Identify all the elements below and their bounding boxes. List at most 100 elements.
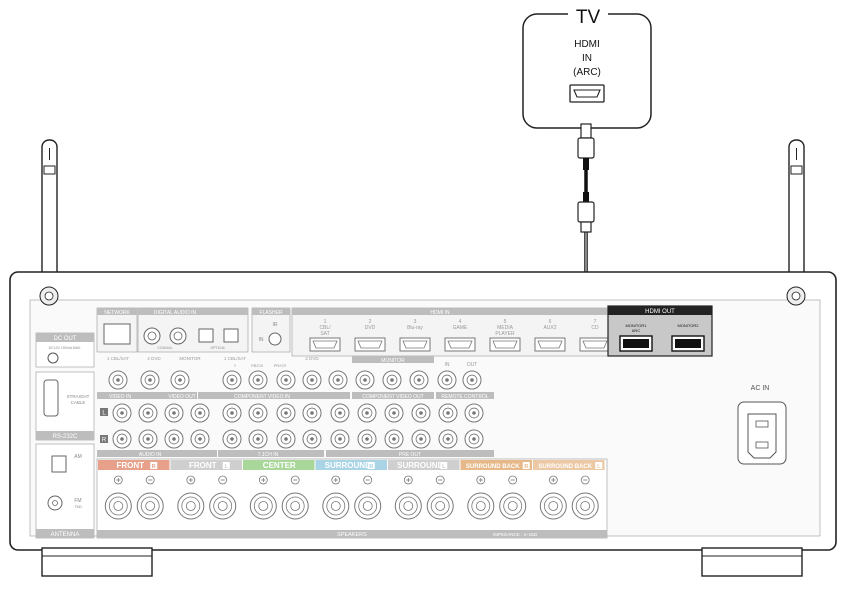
am-label: AM	[74, 454, 82, 460]
ac-inlet[interactable]	[737, 401, 787, 465]
flasher-in-label: IN	[259, 337, 264, 343]
speaker-7-terminal-minus[interactable]	[571, 475, 599, 520]
speaker-2-terminal-minus[interactable]	[209, 475, 237, 520]
rca-row1-jack-3[interactable]	[170, 370, 190, 390]
hdmi-in-3-port[interactable]	[399, 337, 431, 352]
optical-port-2[interactable]	[223, 328, 239, 343]
hdmi-in-4-port[interactable]	[444, 337, 476, 352]
speaker-4-terminal-plus[interactable]	[322, 475, 350, 520]
speaker-2-terminal-plus[interactable]	[177, 475, 205, 520]
rs232c-port[interactable]	[43, 379, 59, 417]
rca-row1-jack-13[interactable]	[462, 370, 482, 390]
speaker-6-terminal-minus[interactable]	[499, 475, 527, 520]
rca-row1-jack-4[interactable]	[222, 370, 242, 390]
rca-row1-jack-8[interactable]	[328, 370, 348, 390]
hdmi-in-4-number: 4	[459, 319, 462, 325]
rca-row2-jack-6[interactable]	[248, 403, 268, 423]
component-video-in-label: COMPONENT VIDEO IN	[234, 394, 290, 400]
speaker-7-terminal-plus[interactable]	[539, 475, 567, 520]
rca-row3-jack-7[interactable]	[276, 429, 296, 449]
rca-row2-jack-12[interactable]	[411, 403, 431, 423]
rca-row3-jack-13[interactable]	[438, 429, 458, 449]
speaker-group-4-label: SURROUND	[325, 461, 371, 470]
network-port[interactable]	[103, 323, 131, 345]
rca-row3-jack-11[interactable]	[384, 429, 404, 449]
arc-label: ARC	[632, 328, 641, 333]
rca-row1-jack-11[interactable]	[409, 370, 429, 390]
rca-row3-jack-12[interactable]	[411, 429, 431, 449]
speaker-group-3: CENTER	[243, 460, 315, 520]
flasher-jack[interactable]	[268, 332, 282, 346]
rca-row1-jack-2[interactable]	[140, 370, 160, 390]
rca-row1-jack-6[interactable]	[276, 370, 296, 390]
hdmi-out-monitor2-port[interactable]	[671, 335, 705, 352]
rca-row2-jack-4[interactable]	[190, 403, 210, 423]
rca-row1-jack-5[interactable]	[248, 370, 268, 390]
speaker-6-terminal-plus[interactable]	[467, 475, 495, 520]
video-out-label: VIDEO OUT	[168, 394, 196, 400]
rca-row3-jack-1[interactable]	[112, 429, 132, 449]
rca-row3-jack-3[interactable]	[164, 429, 184, 449]
rca-row3-jack-9[interactable]	[330, 429, 350, 449]
speaker-group-2-side-badge	[222, 462, 230, 469]
speaker-5-terminal-minus[interactable]	[426, 475, 454, 520]
rca-row3-jack-6[interactable]	[248, 429, 268, 449]
hdmi-in-6-port[interactable]	[534, 337, 566, 352]
hdmi-out-monitor1-port[interactable]	[619, 335, 653, 352]
rca-row3-jack-5[interactable]	[222, 429, 242, 449]
rca-row2-jack-8[interactable]	[302, 403, 322, 423]
am-terminal[interactable]	[51, 455, 67, 473]
dc-out-jack[interactable]	[47, 352, 59, 364]
rca-row1-jack-7[interactable]	[302, 370, 322, 390]
rca-row3-jack-14[interactable]	[464, 429, 484, 449]
speaker-group-7-label: SURROUND BACK	[538, 464, 592, 470]
speaker-1-terminal-minus[interactable]	[136, 475, 164, 520]
rca-row2-jack-5[interactable]	[222, 403, 242, 423]
speaker-1-terminal-plus[interactable]	[104, 475, 132, 520]
pr-label: PR/CR	[274, 363, 287, 368]
hdmi-in-7-port[interactable]	[579, 337, 611, 352]
rca-row2-jack-1[interactable]	[112, 403, 132, 423]
pre-out-label: PRE OUT	[399, 452, 421, 458]
speaker-3-terminal-plus[interactable]	[249, 475, 277, 520]
rca-row1-jack-9[interactable]	[355, 370, 375, 390]
rca-row2-jack-7[interactable]	[276, 403, 296, 423]
rca-row2-jack-9[interactable]	[330, 403, 350, 423]
monitor2-label: MONITOR2	[677, 323, 699, 328]
tv-box: TV HDMI IN (ARC)	[522, 4, 652, 129]
monitor-small-label: MONITOR	[179, 356, 201, 361]
straight-cable-label: STRAIGHT	[67, 394, 90, 399]
rca-row1-jack-12[interactable]	[437, 370, 457, 390]
rca-row2-jack-11[interactable]	[384, 403, 404, 423]
speaker-group-5-label: SURROUND	[397, 461, 443, 470]
rca-row2-jack-13[interactable]	[438, 403, 458, 423]
rca-row2-jack-10[interactable]	[357, 403, 377, 423]
speaker-5-terminal-plus[interactable]	[394, 475, 422, 520]
rca-row2-jack-14[interactable]	[464, 403, 484, 423]
rca-row3-jack-8[interactable]	[302, 429, 322, 449]
rca-row3-jack-4[interactable]	[190, 429, 210, 449]
speaker-4-terminal-minus[interactable]	[354, 475, 382, 520]
mid-labels: VIDEO IN VIDEO OUT COMPONENT VIDEO IN CO…	[97, 392, 494, 458]
optical-port-1[interactable]	[198, 328, 214, 343]
hdmi-in-2-port[interactable]	[354, 337, 386, 352]
rca-row3-jack-10[interactable]	[357, 429, 377, 449]
rca-row2-jack-2[interactable]	[138, 403, 158, 423]
hdmi-in-5-port[interactable]	[489, 337, 521, 352]
rca-row3-jack-2[interactable]	[138, 429, 158, 449]
antenna-right-icon	[788, 139, 805, 281]
rca-row1-jack-1[interactable]	[108, 370, 128, 390]
speaker-group-3-label: CENTER	[263, 461, 296, 470]
ac-in-label: AC IN	[751, 385, 770, 392]
straight-cable-label-2: CABLE	[71, 400, 86, 405]
rca-row1-jack-10[interactable]	[382, 370, 402, 390]
hdmi-in-3-name: Blu-ray	[407, 325, 423, 331]
rca-row2-jack-3[interactable]	[164, 403, 184, 423]
tv-arc-label: (ARC)	[573, 67, 601, 78]
rs232c-section: STRAIGHT CABLE RS-232C	[35, 371, 95, 441]
hdmi-in-1-port[interactable]	[309, 337, 341, 352]
speaker-3-terminal-minus[interactable]	[281, 475, 309, 520]
